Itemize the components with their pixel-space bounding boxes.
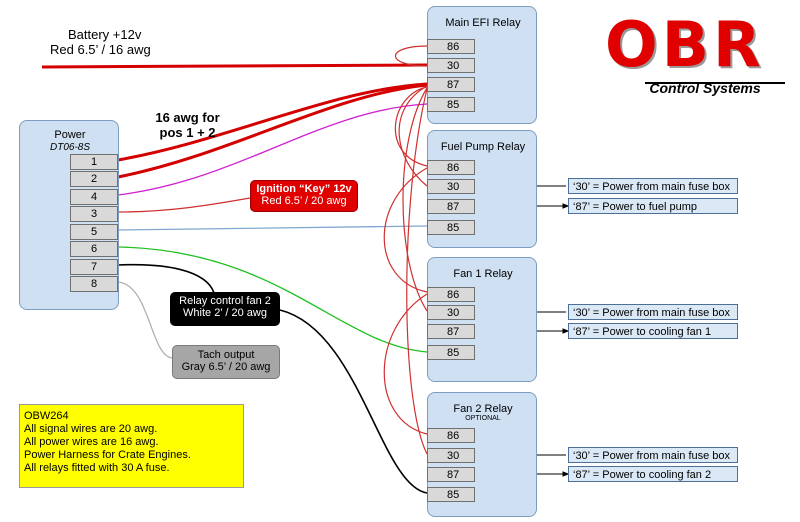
fuel-relay-pin-30: 30 (427, 179, 475, 194)
fan2-control-wire (279, 309, 428, 494)
info-line-1: OBW264 (24, 410, 69, 422)
power-pin-2: 2 (70, 171, 118, 187)
info-line-3: All power wires are 16 awg. (24, 436, 159, 448)
pin1-to-main87-wire (117, 82, 428, 162)
fuel-pump-relay: Fuel Pump Relay 86 30 87 85 (427, 130, 537, 248)
fan2-87-note: ‘87’ = Power to cooling fan 2 (568, 466, 738, 482)
fan2-relay-pin-87: 87 (427, 467, 475, 482)
fan1-relay-pin-86: 86 (427, 287, 475, 302)
main-relay-pin-86: 86 (427, 39, 475, 54)
ignition-tag: Ignition “Key” 12v Red 6.5’ / 20 awg (250, 180, 358, 212)
fan2-relay: Fan 2 Relay OPTIONAL 86 30 87 85 (427, 392, 537, 517)
battery-wire (41, 63, 428, 69)
info-line-5: All relays fitted with 30 A fuse. (24, 462, 170, 474)
power-pin-3: 3 (70, 206, 118, 222)
power-pin-1: 1 (70, 154, 118, 170)
main-efi-relay-title: Main EFI Relay (445, 17, 521, 29)
power-awg-line1: 16 awg for (155, 110, 220, 125)
fuel-relay-pin-87: 87 (427, 199, 475, 214)
pin8-tach-wire (117, 281, 173, 359)
fan1-relay-title: Fan 1 Relay (453, 268, 513, 280)
power-pin-6: 6 (70, 241, 118, 257)
ignition-tag-line2: Red 6.5’ / 20 awg (261, 195, 347, 207)
pin5-to-fuel85-wire (117, 225, 428, 231)
fan2-relay-pin-85: 85 (427, 487, 475, 502)
power-pin-8: 8 (70, 276, 118, 292)
main-relay-pin-85: 85 (427, 97, 475, 112)
fan1-relay: Fan 1 Relay 86 30 87 85 (427, 257, 537, 382)
power-connector-part: DT06-8S (49, 142, 90, 153)
pin3-ignition-wire (117, 197, 251, 213)
fan2-relay-pin-86: 86 (427, 428, 475, 443)
relay-control-tag-line2: White 2’ / 20 awg (183, 307, 267, 319)
relay-control-tag-line1: Relay control fan 2 (179, 295, 271, 307)
battery-label-line1: Battery +12v (68, 27, 142, 42)
relay-control-tag: Relay control fan 2 White 2’ / 20 awg (170, 292, 280, 326)
info-box: OBW264 All signal wires are 20 awg. All … (19, 404, 244, 488)
obr-logo: OBR Control Systems (605, 12, 790, 103)
tach-tag-line1: Tach output (197, 349, 255, 361)
pin6-to-fan1-85-wire (117, 246, 428, 353)
ignition-tag-line1: Ignition “Key” 12v (256, 183, 352, 195)
logo-underline (645, 82, 785, 84)
fan1-30-note: ‘30’ = Power from main fuse box (568, 304, 738, 320)
fuel-30-note: ‘30’ = Power from main fuse box (568, 178, 738, 194)
info-line-2: All signal wires are 20 awg. (24, 423, 158, 435)
fan2-relay-title: Fan 2 Relay (453, 403, 513, 415)
fuel86-to-fan1-86 (383, 167, 428, 293)
fan2-relay-subtitle: OPTIONAL (465, 415, 501, 422)
fan2-relay-pin-30: 30 (427, 448, 475, 463)
logo-text: OBR (605, 8, 765, 81)
main87-to-fuel30 (398, 85, 428, 187)
fuel-87-note: ‘87’ = Power to fuel pump (568, 198, 738, 214)
power-awg-label: 16 awg for pos 1 + 2 (140, 110, 235, 140)
fuel-relay-pin-86: 86 (427, 160, 475, 175)
fan1-relay-pin-30: 30 (427, 305, 475, 320)
power-awg-line2: pos 1 + 2 (159, 125, 216, 140)
power-pin-4: 4 (70, 189, 118, 205)
main-86-30-loop (395, 45, 428, 67)
pin2-to-main87-wire (117, 83, 428, 179)
power-pin-7: 7 (70, 259, 118, 275)
tach-tag: Tach output Gray 6.5’ / 20 awg (172, 345, 280, 379)
fuel-pump-relay-title: Fuel Pump Relay (440, 141, 526, 153)
main87-to-fuel86 (394, 86, 428, 167)
fuel-relay-pin-85: 85 (427, 220, 475, 235)
logo-tagline: Control Systems (649, 80, 761, 96)
main-relay-pin-87: 87 (427, 77, 475, 92)
fan1-relay-pin-87: 87 (427, 324, 475, 339)
main-relay-pin-30: 30 (427, 58, 475, 73)
pin4-to-main85-wire (117, 103, 428, 196)
fan1-relay-pin-85: 85 (427, 345, 475, 360)
power-pin-5: 5 (70, 224, 118, 240)
power-connector-title: Power (54, 129, 86, 141)
main87-to-fan1-30 (402, 87, 428, 312)
fan1-86-to-fan2-86 (383, 293, 428, 435)
power-connector: Power DT06-8S 1 2 4 3 5 6 7 8 (19, 120, 119, 310)
fan2-30-note: ‘30’ = Power from main fuse box (568, 447, 738, 463)
tach-tag-line2: Gray 6.5’ / 20 awg (181, 361, 271, 373)
battery-label-line2: Red 6.5’ / 16 awg (50, 42, 151, 57)
battery-label: Battery +12v Red 6.5’ / 16 awg (50, 27, 180, 57)
main87-to-fan2-30 (406, 88, 428, 455)
main-efi-relay: Main EFI Relay 86 30 87 85 (427, 6, 537, 124)
fan1-87-note: ‘87’ = Power to cooling fan 1 (568, 323, 738, 339)
info-line-4: Power Harness for Crate Engines. (24, 449, 191, 461)
